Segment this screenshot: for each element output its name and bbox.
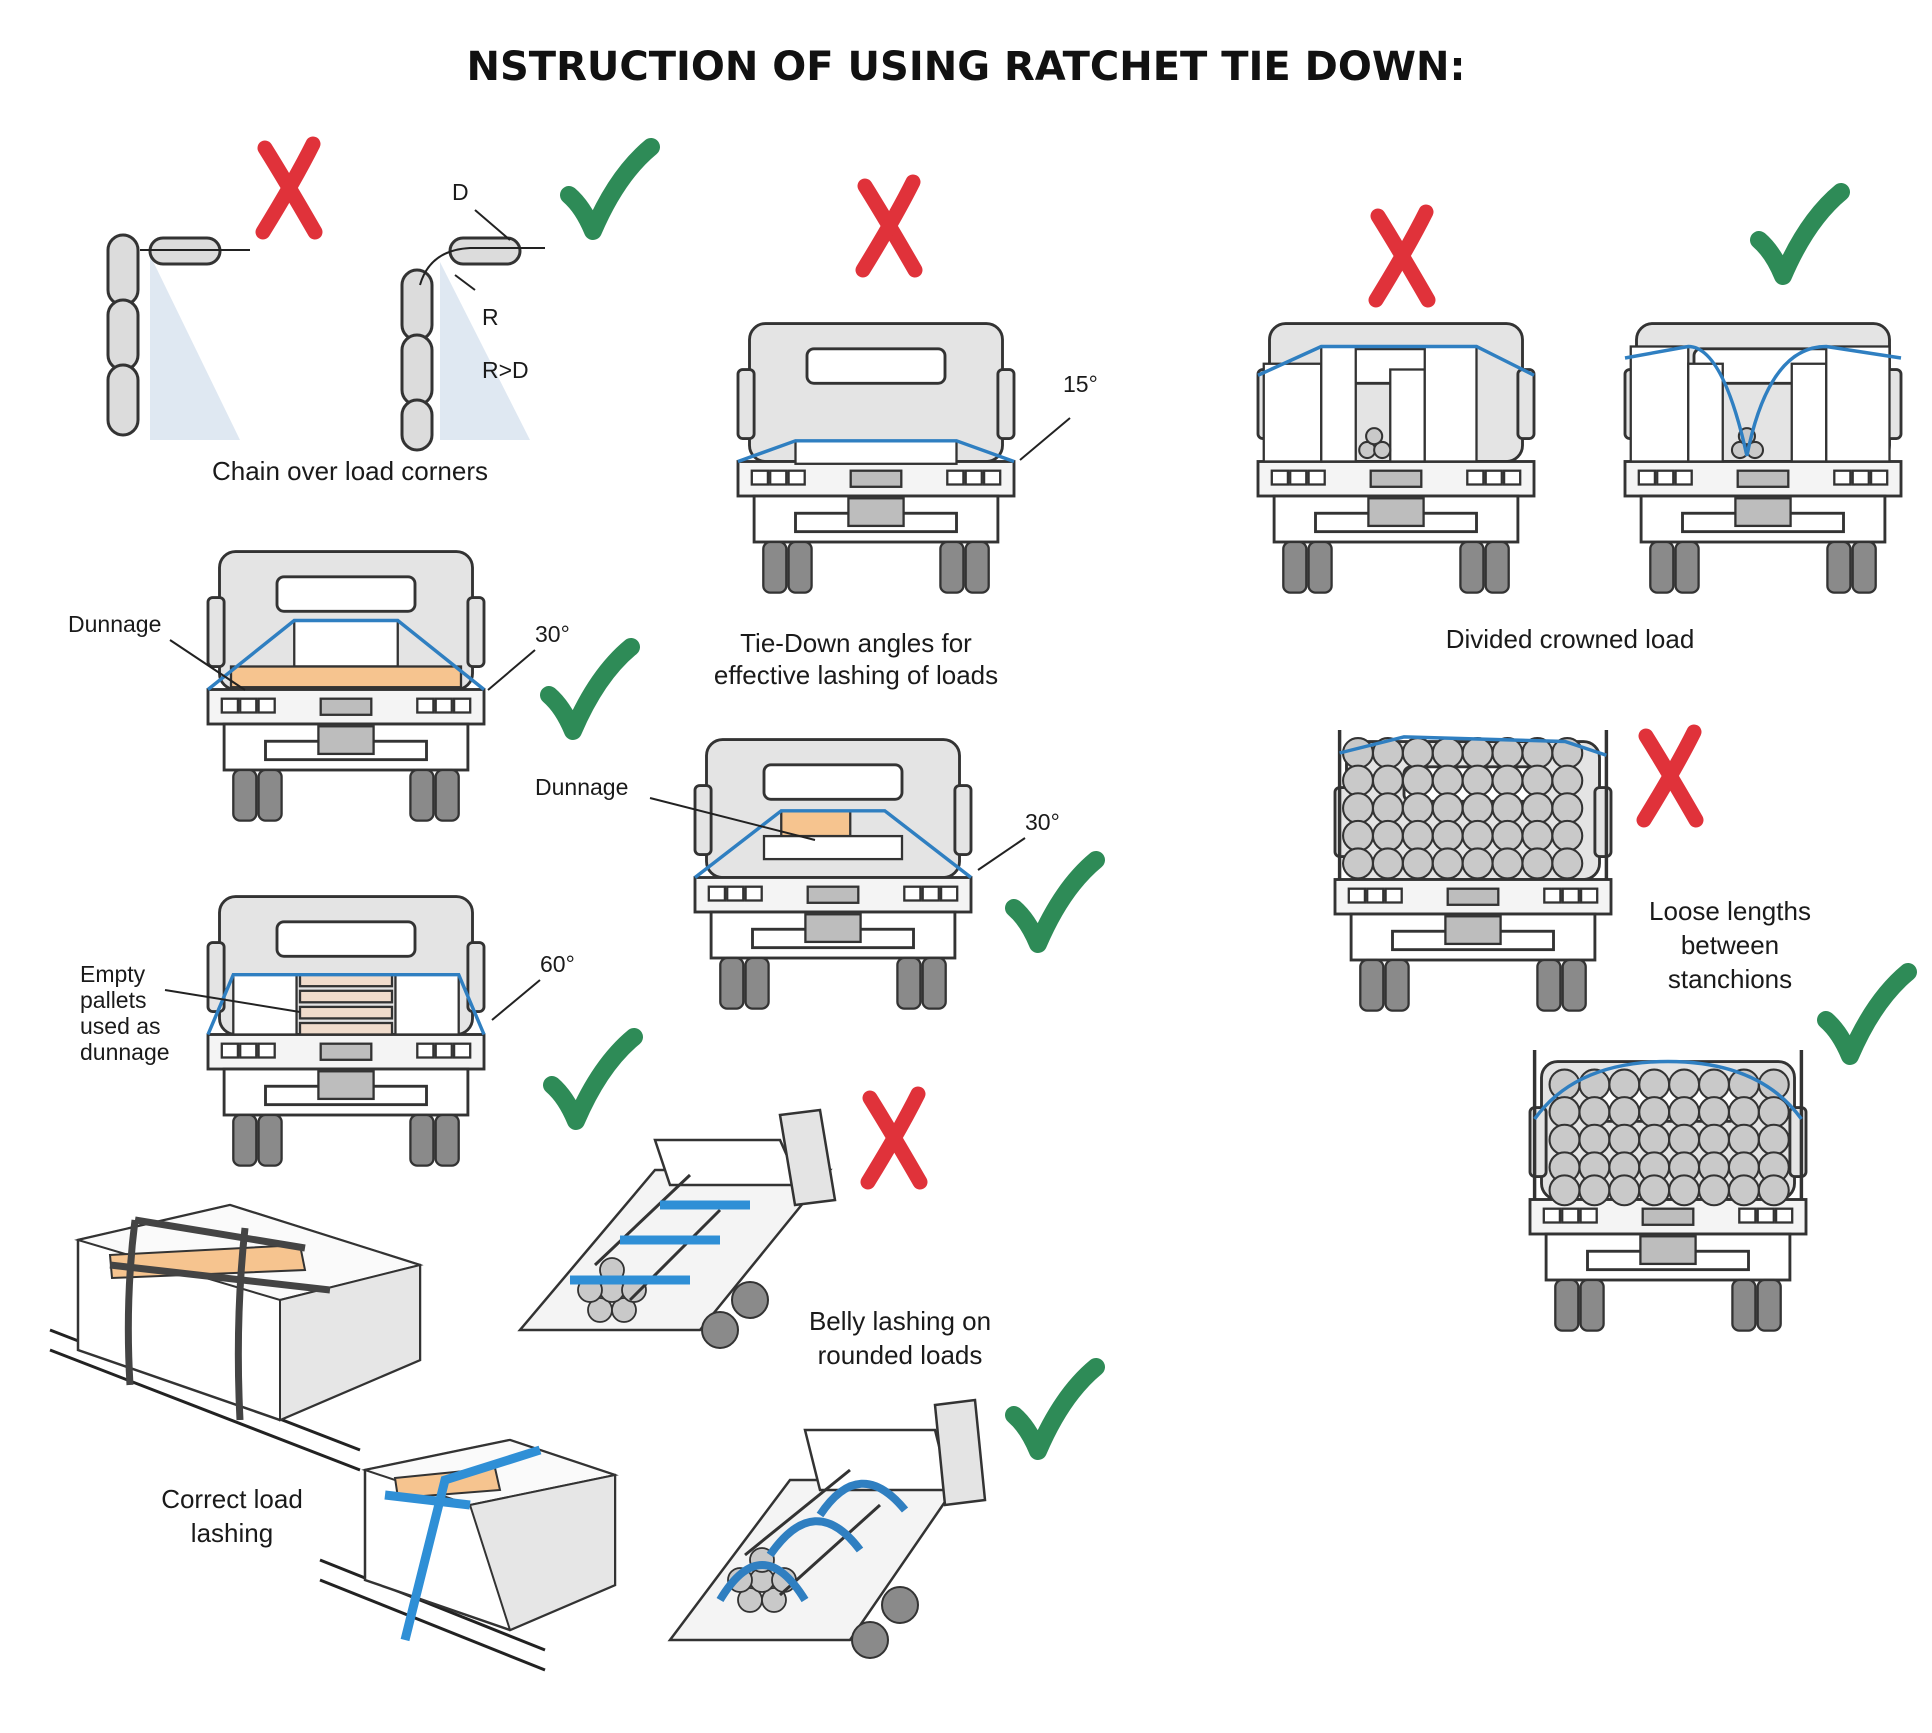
truck-rear-view bbox=[1333, 730, 1613, 1013]
caption-chain: Chain over load corners bbox=[212, 456, 488, 486]
chain-right-figure bbox=[400, 209, 545, 452]
label-rule: R>D bbox=[482, 357, 529, 383]
angle-60: 60° bbox=[540, 951, 575, 977]
label-dunnage: Dunnage bbox=[535, 774, 628, 800]
truck-rear-view bbox=[206, 550, 486, 823]
check-mark-icon bbox=[569, 147, 651, 231]
tiedown-panel: 15° Tie-Down angles for effective lashin… bbox=[714, 182, 1098, 690]
check-mark-icon bbox=[1014, 860, 1096, 944]
check-mark-icon bbox=[552, 1037, 634, 1121]
belly-panel: Belly lashing on rounded loads bbox=[517, 1094, 1096, 1659]
flatbed-wrong-figure bbox=[517, 1108, 837, 1349]
check-mark-icon bbox=[1759, 192, 1841, 276]
chain-wrong-figure bbox=[106, 233, 250, 440]
cross-mark-icon bbox=[1644, 732, 1696, 820]
loose-panel: Loose lengths between stanchions bbox=[1333, 730, 1908, 1333]
cross-mark-icon bbox=[868, 1094, 920, 1182]
truck-rear-view bbox=[736, 322, 1016, 595]
truck-rear-view bbox=[206, 895, 486, 1168]
crowned-panel: Divided crowned load bbox=[1256, 192, 1903, 654]
caption-loose-line3: stanchions bbox=[1668, 964, 1792, 994]
caption-loose-line2: between bbox=[1681, 930, 1779, 960]
caption-correct-line1: Correct load bbox=[161, 1484, 303, 1514]
label-pallets-1: Empty bbox=[80, 961, 146, 987]
label-dunnage: Dunnage bbox=[68, 611, 161, 637]
dunnage-panel-mid: Dunnage 30° bbox=[535, 738, 1096, 1011]
dunnage-panel-left: Dunnage 30° bbox=[68, 550, 631, 823]
pallets-panel: Empty pallets used as dunnage 60° bbox=[80, 895, 634, 1168]
caption-loose-line1: Loose lengths bbox=[1649, 896, 1811, 926]
check-mark-icon bbox=[1014, 1367, 1096, 1451]
label-pallets-3: used as bbox=[80, 1013, 161, 1039]
caption-correct-line2: lashing bbox=[191, 1518, 273, 1548]
label-pallets-4: dunnage bbox=[80, 1039, 170, 1065]
label-d: D bbox=[452, 179, 469, 205]
chain-panel: D R R>D Chain over load corners bbox=[106, 144, 651, 486]
label-pallets-2: pallets bbox=[80, 987, 146, 1013]
label-r: R bbox=[482, 304, 499, 330]
caption-tiedown-line2: effective lashing of loads bbox=[714, 660, 998, 690]
flatbed-right-figure bbox=[667, 1398, 987, 1659]
angle-15: 15° bbox=[1063, 371, 1098, 397]
cross-mark-icon bbox=[263, 144, 315, 232]
page-title: NSTRUCTION OF USING RATCHET TIE DOWN: bbox=[467, 44, 1466, 90]
truck-rear-view bbox=[1623, 322, 1903, 595]
cross-mark-icon bbox=[1376, 212, 1428, 300]
correct-panel: Correct load lashing bbox=[49, 1203, 619, 1672]
caption-tiedown-line1: Tie-Down angles for bbox=[740, 628, 972, 658]
angle-30: 30° bbox=[535, 621, 570, 647]
check-mark-icon bbox=[549, 647, 631, 731]
caption-belly-line2: rounded loads bbox=[818, 1340, 983, 1370]
caption-belly-line1: Belly lashing on bbox=[809, 1306, 991, 1336]
crate-chain-figure bbox=[49, 1203, 424, 1472]
caption-crowned: Divided crowned load bbox=[1446, 624, 1695, 654]
angle-30: 30° bbox=[1025, 809, 1060, 835]
check-mark-icon bbox=[1826, 972, 1908, 1056]
truck-rear-view bbox=[1528, 1050, 1808, 1333]
cross-mark-icon bbox=[863, 182, 915, 270]
crate-strap-figure bbox=[319, 1438, 619, 1672]
truck-rear-view bbox=[693, 738, 973, 1011]
truck-rear-view bbox=[1256, 322, 1536, 595]
